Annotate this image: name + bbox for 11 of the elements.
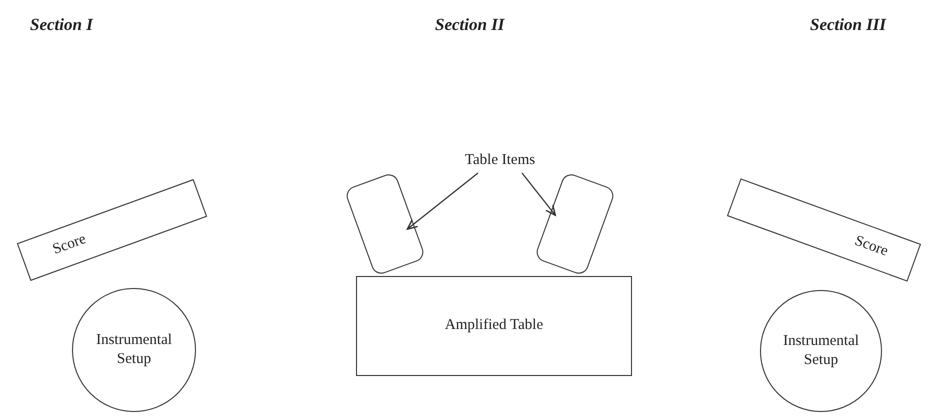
section-heading: Section I	[30, 15, 93, 35]
score-box: Score	[16, 179, 208, 281]
table-box: Amplified Table	[356, 276, 632, 376]
arrow	[522, 172, 556, 216]
item-label: Table Items	[450, 150, 550, 172]
section-heading: Section II	[435, 15, 504, 35]
score-box: Score	[726, 178, 922, 282]
setup-circle: Instrumental Setup	[760, 290, 882, 412]
section-heading: Section III	[810, 15, 886, 35]
setup-circle: Instrumental Setup	[72, 288, 196, 412]
arrow	[406, 172, 478, 230]
